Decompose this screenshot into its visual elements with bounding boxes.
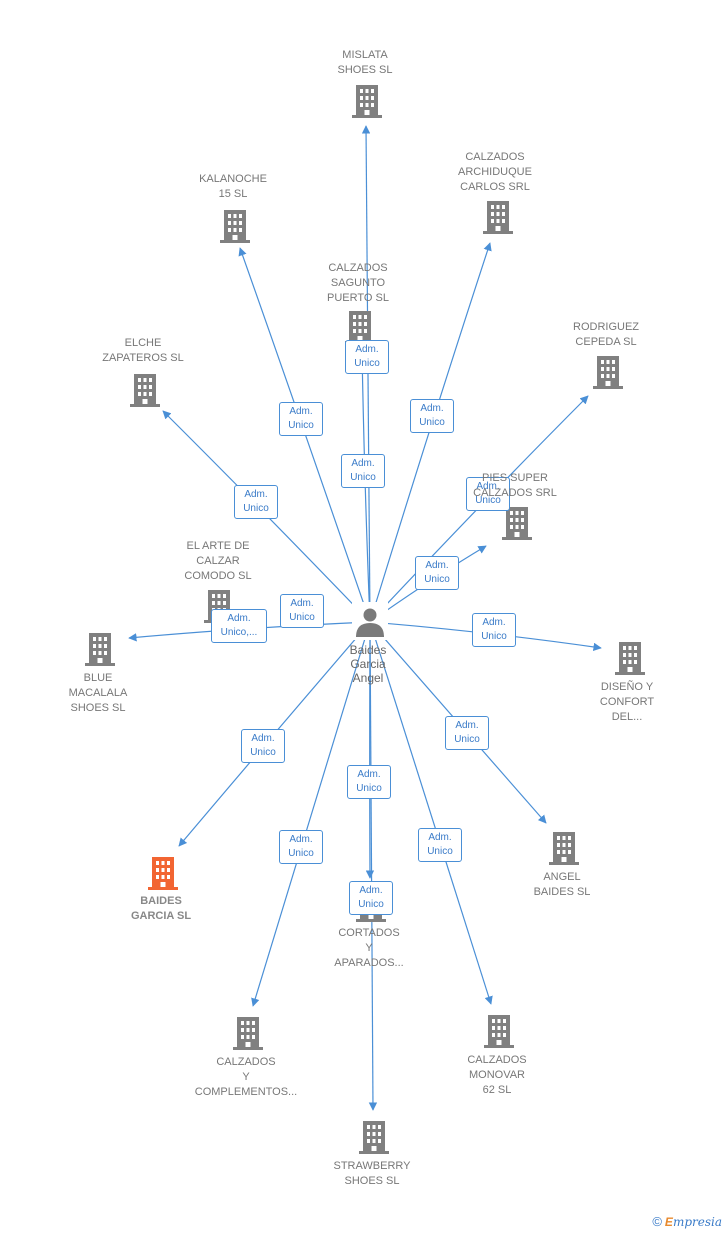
company-label-kalanoche[interactable]: KALANOCHE 15 SL [199, 173, 267, 200]
role-label-sagunto: Adm. Unico [341, 454, 385, 488]
building-icon[interactable] [549, 832, 579, 865]
edge-strawberry [368, 621, 378, 1111]
company-label-mislata[interactable]: MISLATA SHOES SL [337, 49, 393, 76]
role-label-blue: Adm. Unico,... [211, 609, 267, 643]
company-label-rodriguez[interactable]: RODRIGUEZ CEPEDA SL [573, 321, 639, 348]
edge-mislata [361, 125, 371, 623]
brand-name: mpresia [672, 1215, 722, 1229]
role-label-archiduque: Adm. Unico [410, 399, 454, 433]
building-icon[interactable] [483, 201, 513, 234]
edge-monovar [369, 621, 493, 1005]
company-label-elche[interactable]: ELCHE ZAPATEROS SL [102, 337, 184, 364]
company-label-arte[interactable]: EL ARTE DE CALZAR COMODO SL [184, 540, 252, 582]
role-label-pies: Adm. Unico [415, 556, 459, 590]
role-label-kalanoche: Adm. Unico [279, 402, 323, 436]
role-label-diseno: Adm. Unico [472, 613, 516, 647]
role-label-complementos: Adm. Unico [279, 830, 323, 864]
role-label-cortados: Adm. Unico [347, 765, 391, 799]
copyright-icon: © [652, 1214, 662, 1229]
building-icon[interactable] [484, 1015, 514, 1048]
brand-initial: E [664, 1215, 673, 1229]
building-icon[interactable] [233, 1017, 263, 1050]
building-icon[interactable] [502, 507, 532, 540]
person-icon[interactable] [352, 602, 388, 640]
building-icon[interactable] [130, 374, 160, 407]
role-label-mislata: Adm. Unico [345, 340, 389, 374]
building-icon[interactable] [85, 633, 115, 666]
company-label-archiduque[interactable]: CALZADOS ARCHIDUQUE CARLOS SRL [458, 151, 532, 193]
edge-complementos [251, 621, 371, 1007]
role-label-elche: Adm. Unico [234, 485, 278, 519]
company-label-pies[interactable]: PIES SUPER CALZADOS SRL [473, 472, 557, 499]
role-label-strawberry: Adm. Unico [349, 881, 393, 915]
building-icon[interactable] [220, 210, 250, 243]
role-label-arte: Adm. Unico [280, 594, 324, 628]
role-label-monovar: Adm. Unico [418, 828, 462, 862]
company-label-diseno[interactable]: DISEÑO Y CONFORT DEL... [599, 681, 655, 723]
building-icon[interactable] [148, 857, 178, 890]
building-icon[interactable] [615, 642, 645, 675]
role-label-angel: Adm. Unico [445, 716, 489, 750]
footer-brand[interactable]: ©Empresia [652, 1214, 722, 1229]
company-label-angel[interactable]: ANGEL BAIDES SL [533, 871, 591, 898]
company-label-complementos[interactable]: CALZADOS Y COMPLEMENTOS... [194, 1056, 298, 1098]
building-icon[interactable] [359, 1121, 389, 1154]
company-label-sagunto[interactable]: CALZADOS SAGUNTO PUERTO SL [327, 262, 389, 304]
building-icon[interactable] [352, 85, 382, 118]
building-icon[interactable] [593, 356, 623, 389]
role-label-rodriguez: Adm. Unico [466, 477, 510, 511]
company-label-strawberry[interactable]: STRAWBERRY SHOES SL [333, 1160, 411, 1187]
company-label-monovar[interactable]: CALZADOS MONOVAR 62 SL [467, 1054, 527, 1096]
role-label-baides: Adm. Unico [241, 729, 285, 763]
company-label-blue[interactable]: BLUE MACALALA SHOES SL [68, 672, 128, 714]
company-label-cortados[interactable]: CORTADOS Y APARADOS... [334, 927, 404, 969]
company-label-baides[interactable]: BAIDES GARCIA SL [130, 895, 192, 922]
center-person-label: Baides Garcia Angel [349, 643, 387, 685]
